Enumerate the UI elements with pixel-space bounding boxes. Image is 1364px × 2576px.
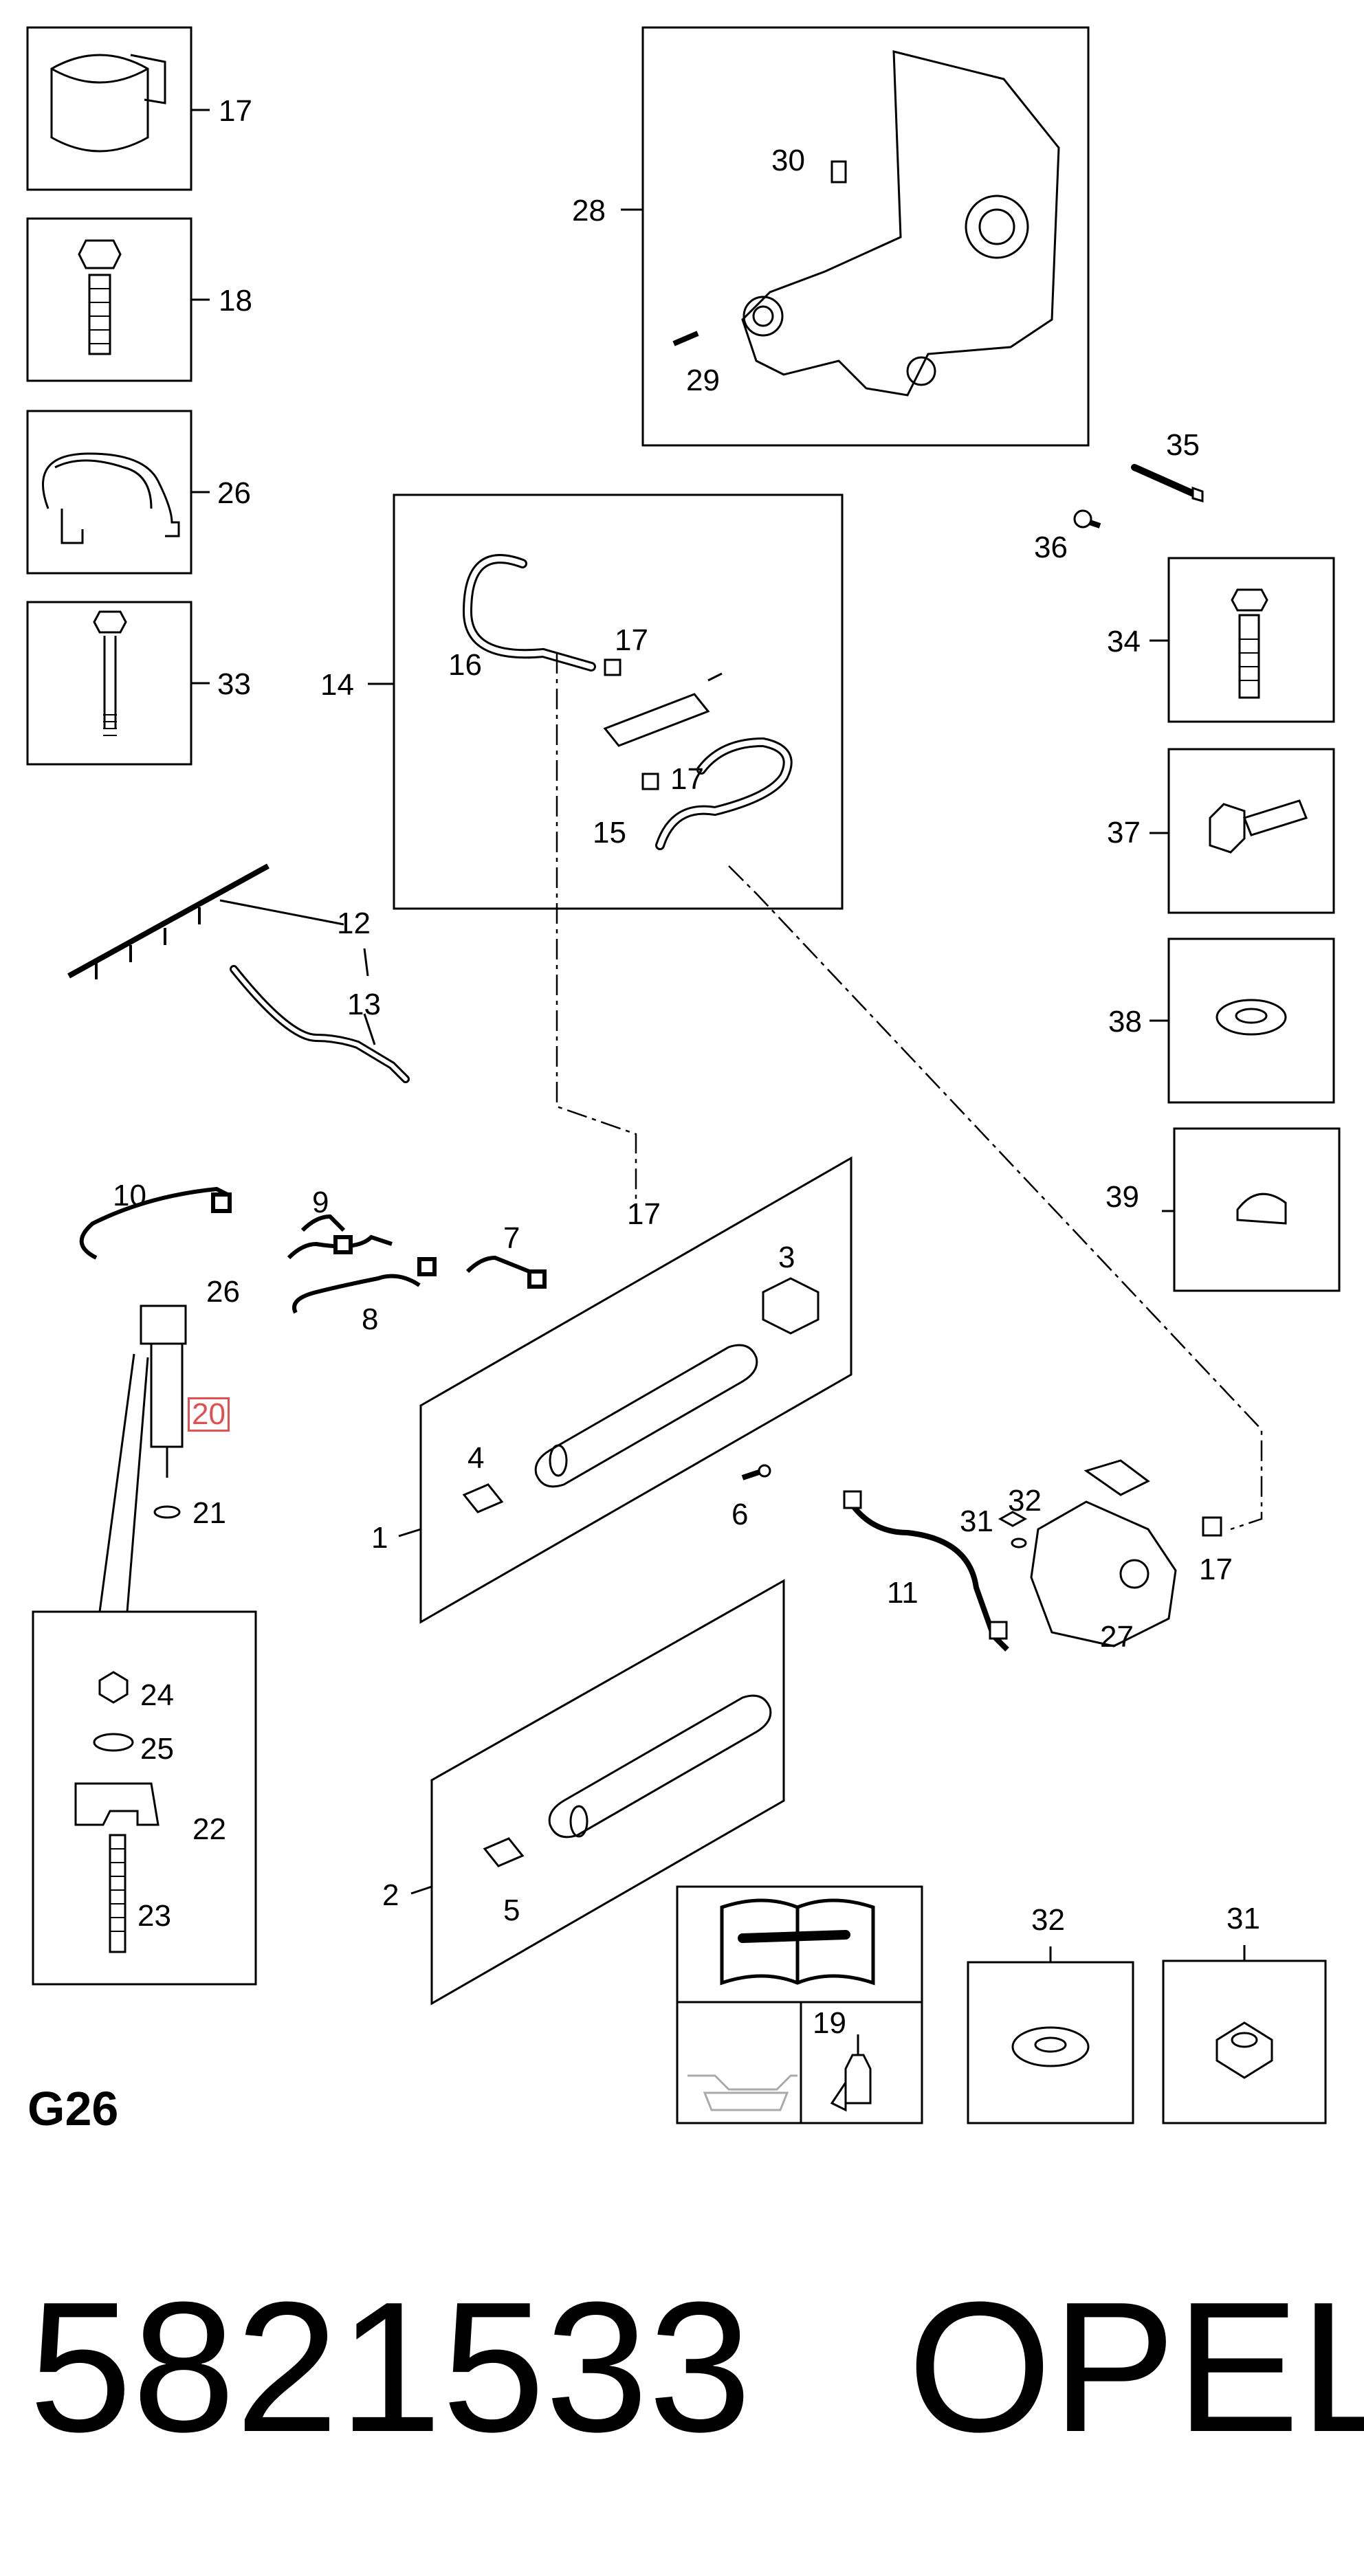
oil-pan-icon <box>676 2001 802 2124</box>
section-code: G26 <box>28 2082 119 2135</box>
callout-22: 22 <box>192 1812 226 1846</box>
callout-13: 13 <box>347 988 381 1021</box>
callout-32: 32 <box>1008 1484 1042 1518</box>
detail-box-nut-31 <box>1162 1945 1327 2124</box>
callout-26: 26 <box>217 476 251 510</box>
callout-32-box: 32 <box>1031 1903 1065 1937</box>
part-number: 5821533 <box>29 2264 752 2471</box>
callout-33: 33 <box>217 667 251 701</box>
callout-16: 16 <box>448 648 482 682</box>
callout-17-hose-box-bottom: 17 <box>670 762 704 796</box>
callout-35: 35 <box>1166 428 1200 462</box>
callout-31: 31 <box>960 1504 993 1538</box>
callout-7: 7 <box>503 1221 520 1255</box>
leader-lines <box>556 653 1263 1531</box>
callout-39: 39 <box>1106 1180 1139 1214</box>
detail-box-injector-clamp <box>32 1610 257 1986</box>
callout-12: 12 <box>337 907 371 940</box>
detail-box-17 <box>26 26 210 191</box>
callout-17: 17 <box>219 94 252 128</box>
bolt-36 <box>1073 509 1101 529</box>
sealant-tube-icon <box>800 2001 923 2124</box>
callout-21: 21 <box>192 1496 226 1530</box>
injector-20 <box>98 1304 187 1612</box>
callout-28: 28 <box>572 194 606 227</box>
wiring-harness-12 <box>67 863 369 979</box>
callout-2: 2 <box>382 1878 399 1912</box>
callout-17-rail: 17 <box>627 1197 661 1231</box>
callout-8: 8 <box>362 1302 379 1336</box>
callout-5: 5 <box>503 1894 520 1927</box>
callout-9: 9 <box>312 1186 329 1219</box>
callout-26-injector: 26 <box>206 1275 240 1309</box>
fuel-pipes <box>79 1186 547 1314</box>
callout-23: 23 <box>138 1899 171 1933</box>
detail-box-28-bracket <box>621 26 1090 447</box>
callout-27: 27 <box>1100 1620 1134 1654</box>
detail-box-14-hoses <box>368 493 844 910</box>
callout-6: 6 <box>732 1498 749 1531</box>
callout-15: 15 <box>593 816 626 850</box>
callout-30: 30 <box>771 144 805 177</box>
callout-10: 10 <box>113 1179 146 1212</box>
detail-box-37 <box>1150 748 1335 914</box>
repair-manual-icon <box>676 1885 923 2003</box>
hose-13 <box>230 965 410 1083</box>
callout-19: 19 <box>813 2006 846 2040</box>
detail-box-18 <box>26 217 210 382</box>
callout-4: 4 <box>468 1441 485 1475</box>
detail-box-33 <box>26 601 210 766</box>
callout-29: 29 <box>686 364 720 397</box>
callout-31-box: 31 <box>1226 1902 1260 1935</box>
callout-17-pump: 17 <box>1199 1553 1233 1586</box>
bolt-6 <box>741 1464 771 1480</box>
callout-11: 11 <box>887 1576 918 1610</box>
callout-14: 14 <box>320 668 354 702</box>
high-pressure-pump-27 <box>998 1459 1222 1647</box>
brand-name: OPEL <box>908 2264 1364 2471</box>
rail-box-2 <box>410 1579 785 2006</box>
detail-box-38 <box>1150 937 1335 1104</box>
bolt-35 <box>1131 464 1204 502</box>
detail-box-26 <box>26 410 210 575</box>
fuel-pipe-11 <box>843 1490 1009 1652</box>
callout-18: 18 <box>219 284 252 318</box>
callout-20-highlighted: 20 <box>188 1397 230 1432</box>
callout-17-hose-box-top: 17 <box>615 623 648 657</box>
callout-36: 36 <box>1034 531 1068 564</box>
detail-box-34 <box>1150 557 1335 723</box>
detail-box-washer-32 <box>967 1946 1134 2124</box>
callout-3: 3 <box>778 1241 795 1274</box>
callout-24: 24 <box>140 1678 174 1712</box>
callout-38: 38 <box>1108 1005 1142 1039</box>
callout-25: 25 <box>140 1732 174 1766</box>
callout-37: 37 <box>1107 816 1141 850</box>
callout-34: 34 <box>1107 625 1141 658</box>
rail-box-1 <box>398 1156 852 1624</box>
detail-box-39 <box>1162 1127 1341 1292</box>
callout-1: 1 <box>371 1521 388 1555</box>
